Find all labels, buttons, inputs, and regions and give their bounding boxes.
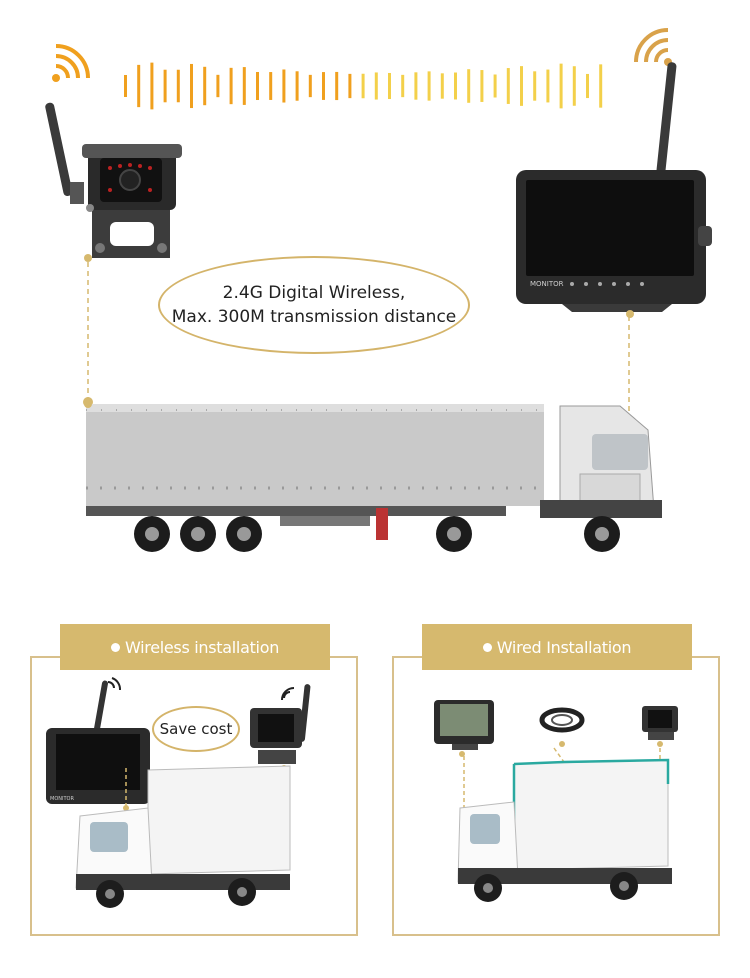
- signal-bar: [572, 66, 576, 106]
- semi-truck-image: [84, 400, 662, 552]
- signal-bar: [374, 72, 378, 100]
- signal-bar: [163, 69, 167, 103]
- monitor-brand-text: MONITOR: [530, 280, 564, 288]
- signal-bar: [559, 63, 563, 109]
- wired-panel-camera-image: [642, 706, 678, 747]
- signal-bar: [361, 73, 365, 99]
- wifi-signal-icon-left: [52, 44, 90, 82]
- signal-bar: [401, 74, 405, 98]
- signal-bar: [599, 64, 603, 108]
- panel-monitor-brand-text: MONITOR: [50, 796, 74, 802]
- signal-bar: [256, 71, 259, 101]
- spec-ellipse: 2.4G Digital Wireless, Max. 300M transmi…: [158, 256, 470, 354]
- wired-panel-truck-image: [457, 747, 672, 902]
- signal-bar: [586, 73, 589, 99]
- signal-bar: [493, 74, 497, 98]
- signal-wave-graphic: [124, 62, 603, 110]
- signal-bar: [150, 62, 154, 110]
- wireless-panel-truck-image: [75, 765, 291, 908]
- signal-bar: [335, 71, 339, 101]
- signal-bar: [242, 67, 246, 105]
- cable-reel-image: [539, 707, 585, 747]
- wireless-panel-monitor-image: MONITOR: [46, 677, 150, 811]
- signal-bar: [480, 70, 484, 102]
- wireless-panel-camera-image: [250, 684, 311, 771]
- signal-bar: [176, 69, 180, 103]
- signal-bar: [520, 66, 523, 106]
- wired-installation-label: Wired Installation: [496, 637, 632, 657]
- signal-bar: [308, 74, 312, 98]
- signal-bar: [190, 63, 193, 109]
- signal-bar: [546, 69, 550, 103]
- wireless-installation-tab: Wireless installation: [60, 624, 330, 670]
- wifi-signal-icon-right: [634, 28, 672, 66]
- signal-bar: [322, 72, 325, 100]
- wired-installation-tab: Wired Installation: [422, 624, 692, 670]
- signal-bar: [229, 67, 233, 105]
- wireless-installation-label: Wireless installation: [124, 637, 280, 657]
- signal-bar: [203, 66, 207, 106]
- signal-bar: [467, 69, 471, 103]
- wireless-camera-image: [45, 102, 182, 258]
- wireless-monitor-image: MONITOR: [516, 62, 712, 318]
- signal-bar: [414, 72, 418, 100]
- signal-bar: [269, 72, 273, 100]
- bullet-dot-icon: [482, 642, 492, 652]
- signal-bar: [454, 72, 457, 100]
- signal-bar: [348, 73, 352, 99]
- spec-line-1: 2.4G Digital Wireless,: [222, 283, 406, 303]
- signal-bar: [533, 71, 537, 101]
- wired-panel-monitor-image: [434, 700, 494, 757]
- signal-bar: [216, 74, 220, 98]
- spec-line-2: Max. 300M transmission distance: [171, 307, 457, 327]
- signal-bar: [506, 68, 510, 104]
- save-cost-badge: Save cost: [152, 706, 240, 752]
- signal-bar: [427, 71, 431, 101]
- signal-bar: [440, 73, 444, 99]
- signal-bar: [282, 69, 286, 103]
- bullet-dot-icon: [110, 642, 120, 652]
- signal-bar: [124, 75, 127, 97]
- signal-bar: [137, 64, 141, 108]
- signal-bar: [388, 72, 391, 100]
- camera-connector-line: [83, 254, 93, 407]
- signal-bar: [295, 71, 299, 101]
